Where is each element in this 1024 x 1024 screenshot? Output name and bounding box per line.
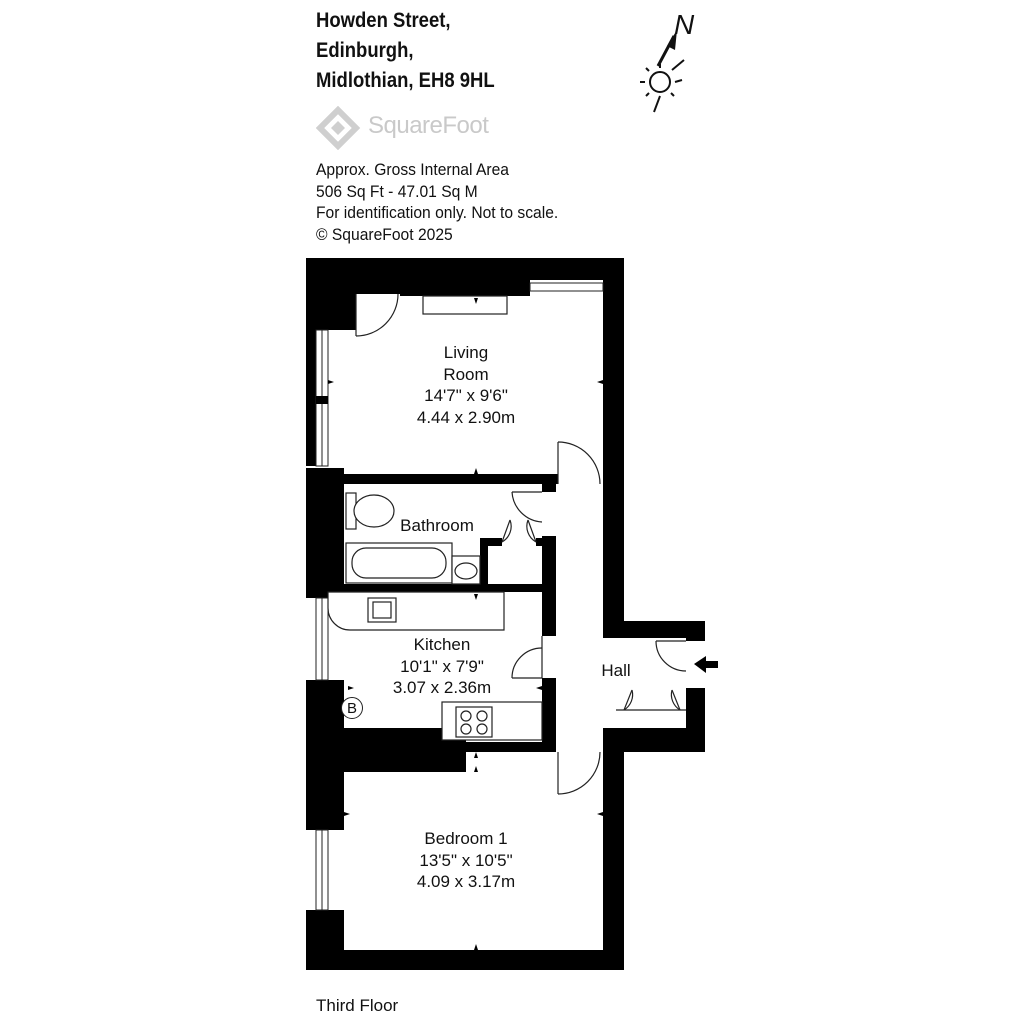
wall-hall-inner-2 [542, 536, 556, 592]
area-info-line-3: For identification only. Not to scale. [316, 203, 559, 222]
door-living-cupboard-swing [355, 293, 399, 337]
room-kitchen-name: Kitchen [413, 635, 471, 654]
logo-wordmark: SquareFoot [368, 112, 489, 139]
wall-hall-inner-4 [542, 678, 556, 752]
room-living: Living Room 14'7" x 9'6" 4.44 x 2.90m [417, 342, 515, 428]
kitchen-fixtures [327, 591, 543, 741]
wall-hall-inner-3 [542, 592, 556, 636]
sun-icon [649, 71, 671, 93]
kitchen-sink-bowl [372, 601, 392, 619]
window-living-top [529, 282, 604, 292]
wall-left-bath-pier [306, 468, 344, 598]
room-living-dim-metric: 4.44 x 2.90m [416, 407, 516, 427]
dimension-ticks [328, 298, 603, 950]
north-label: N [674, 9, 695, 40]
wall-cupboard-left [480, 538, 488, 586]
wall-cupboard-top-left [480, 538, 502, 546]
window-living-mullion-block [316, 396, 328, 404]
wall-left-bedroom-pier [306, 772, 344, 830]
room-living-dim-imperial: 14'7" x 9'6" [424, 386, 508, 405]
room-living-name-2: Room [443, 364, 489, 384]
room-bathroom-name: Bathroom [400, 516, 474, 535]
room-bathroom: Bathroom [400, 515, 474, 537]
wall-left-bottom-pier [306, 910, 344, 970]
room-kitchen-dim-metric: 3.07 x 2.36m [392, 678, 492, 697]
basin-bowl [454, 562, 478, 580]
hob [455, 706, 493, 738]
wall-right-upper [603, 258, 624, 621]
squarefoot-logo-icon [315, 105, 361, 151]
floor-label: Third Floor [316, 996, 399, 1015]
wall-kitchen-bedroom [466, 742, 556, 752]
area-info-line-2: 506 Sq Ft - 47.01 Sq M [316, 181, 478, 201]
squarefoot-logo: SquareFoot [315, 105, 516, 151]
area-info: Approx. Gross Internal Area 506 Sq Ft - … [316, 159, 558, 245]
room-kitchen: Kitchen 10'1" x 7'9" 3.07 x 2.36m [393, 634, 491, 699]
area-info-line-4: © SquareFoot 2025 [316, 224, 453, 244]
wall-cupboard-top-right [536, 538, 544, 546]
wall-hall-top [603, 621, 705, 638]
room-bedroom-dim-metric: 4.09 x 3.17m [416, 872, 516, 891]
room-bedroom-name: Bedroom 1 [424, 829, 508, 848]
wall-hall-top-right [686, 621, 705, 641]
room-bedroom: Bedroom 1 13'5" x 10'5" 4.09 x 3.17m [417, 828, 515, 893]
room-living-name-1: Living [443, 343, 489, 362]
wall-bottom [306, 950, 624, 970]
room-hall: Hall [601, 660, 630, 682]
room-kitchen-dim-imperial: 10'1" x 7'9" [400, 656, 484, 676]
bathtub-inner [351, 547, 447, 579]
door-bedroom-swing [557, 751, 601, 795]
address-line-3: Midlothian, EH8 9HL [316, 69, 495, 92]
address-line-2: Edinburgh, [316, 39, 414, 62]
door-bathroom-swing [511, 491, 543, 523]
door-living-swing [557, 441, 601, 485]
wall-right-lower [603, 728, 624, 970]
doors [355, 293, 687, 795]
bathroom-fixtures [345, 492, 481, 585]
door-kitchen-swing [511, 647, 543, 679]
room-hall-name: Hall [601, 661, 631, 680]
door-entrance-swing [655, 640, 687, 672]
wall-living-notch-left-side [344, 280, 356, 330]
wall-left-top [306, 258, 344, 330]
wall-hall-inner-1 [542, 476, 556, 492]
wall-bath-kitchen [328, 584, 556, 592]
fireplace [422, 295, 508, 315]
wall-living-bath [306, 474, 558, 484]
area-info-line-1: Approx. Gross Internal Area [316, 160, 509, 179]
walls [306, 258, 705, 970]
boiler-marker: B [341, 697, 363, 719]
kitchen-counter-top [327, 591, 505, 631]
room-bedroom-dim-imperial: 13'5" x 10'5" [419, 850, 513, 870]
address-line-1: Howden Street, [316, 9, 451, 32]
entrance-arrow-icon [694, 656, 718, 673]
toilet-bowl [353, 494, 395, 528]
compass-icon: N [640, 9, 695, 113]
sun-rays [640, 59, 685, 113]
wall-living-notch-mid [400, 258, 530, 296]
property-address: Howden Street, Edinburgh, Midlothian, EH… [316, 6, 495, 96]
north-arrow-head [667, 30, 677, 50]
